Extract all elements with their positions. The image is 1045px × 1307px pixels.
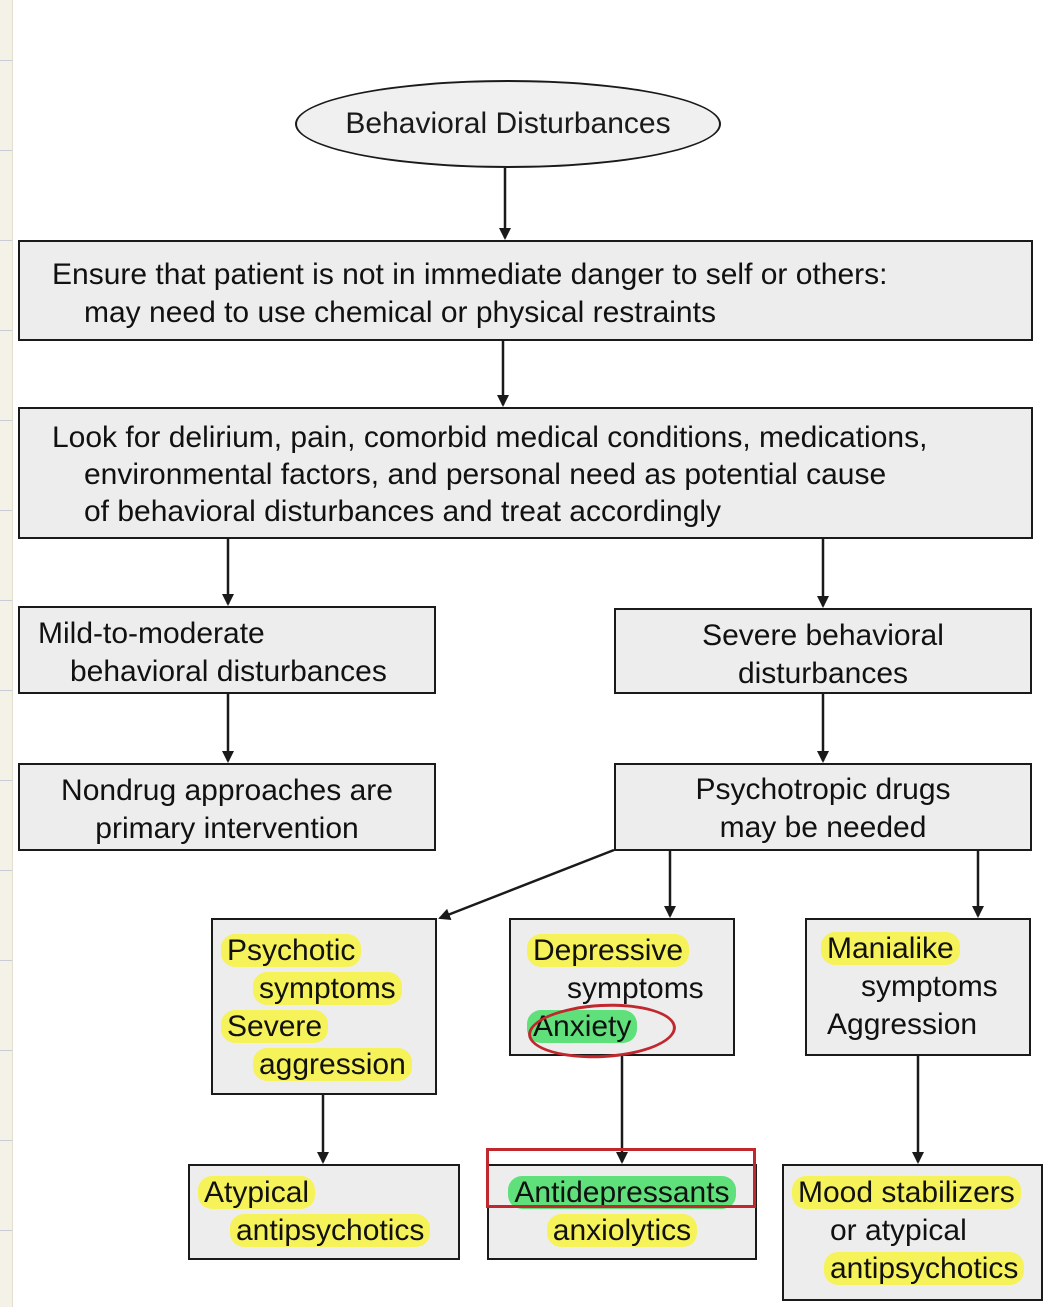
highlighted-text: Atypical xyxy=(198,1176,316,1209)
highlighted-text: Manialike xyxy=(821,932,960,965)
node-severe-behavioral: Severe behavioral disturbances xyxy=(614,608,1032,694)
node-line: primary intervention xyxy=(95,812,359,845)
node-nondrug-approaches: Nondrug approaches are primary intervent… xyxy=(18,763,436,851)
node-line: Severe behavioral xyxy=(702,619,944,652)
node-line: Mild-to-moderate xyxy=(38,617,265,650)
node-atypical-antipsychotics: Atypical antipsychotics xyxy=(188,1164,460,1260)
node-line: Psychotropic drugs xyxy=(695,773,951,806)
highlighted-text: antipsychotics xyxy=(230,1214,431,1247)
node-line: or atypical xyxy=(830,1214,967,1247)
node-line: of behavioral disturbances and treat acc… xyxy=(84,495,722,528)
node-line: may be needed xyxy=(719,811,927,844)
node-mood-stabilizers: Mood stabilizers or atypical antipsychot… xyxy=(782,1164,1043,1301)
node-antidepressants: Antidepressants anxiolytics xyxy=(487,1164,757,1260)
node-line: Ensure that patient is not in immediate … xyxy=(52,258,888,291)
node-psychotropic-drugs: Psychotropic drugs may be needed xyxy=(614,763,1032,851)
notebook-margin xyxy=(0,0,13,1307)
red-rectangle-annotation xyxy=(486,1148,756,1208)
node-manialike-symptoms: Manialike symptoms Aggression xyxy=(805,918,1031,1056)
node-line: symptoms xyxy=(861,970,998,1003)
node-line: Nondrug approaches are xyxy=(61,774,393,807)
node-line: disturbances xyxy=(737,657,909,690)
node-line: may need to use chemical or physical res… xyxy=(84,296,716,329)
highlighted-text: symptoms xyxy=(253,972,402,1005)
highlighted-text: anxiolytics xyxy=(546,1214,698,1247)
node-look-for-causes: Look for delirium, pain, comorbid medica… xyxy=(18,407,1033,539)
highlighted-text: Antidepressants xyxy=(508,1176,736,1209)
highlighted-text: antipsychotics xyxy=(824,1252,1025,1285)
node-behavioral-disturbances: Behavioral Disturbances xyxy=(295,80,721,168)
node-line: environmental factors, and personal need… xyxy=(84,458,887,491)
highlighted-text: aggression xyxy=(253,1048,412,1081)
highlighted-text: Depressive xyxy=(527,934,690,967)
node-line: behavioral disturbances xyxy=(70,655,387,688)
node-label: Behavioral Disturbances xyxy=(345,107,671,140)
node-line: Look for delirium, pain, comorbid medica… xyxy=(52,421,928,454)
node-psychotic-symptoms: Psychotic symptoms Severe aggression xyxy=(211,918,437,1095)
highlighted-text: Anxiety xyxy=(527,1010,638,1043)
node-depressive-symptoms: Depressive symptoms Anxiety xyxy=(509,918,735,1056)
node-mild-to-moderate: Mild-to-moderate behavioral disturbances xyxy=(18,606,436,694)
node-line: symptoms xyxy=(567,972,704,1005)
arrow-psychotropic-to-psychotic xyxy=(438,848,615,920)
highlighted-text: Psychotic xyxy=(221,934,362,967)
node-line: Aggression xyxy=(827,1008,978,1041)
node-ensure-safety: Ensure that patient is not in immediate … xyxy=(18,240,1033,341)
highlighted-text: Mood stabilizers xyxy=(792,1176,1021,1209)
highlighted-text: Severe xyxy=(221,1010,329,1043)
